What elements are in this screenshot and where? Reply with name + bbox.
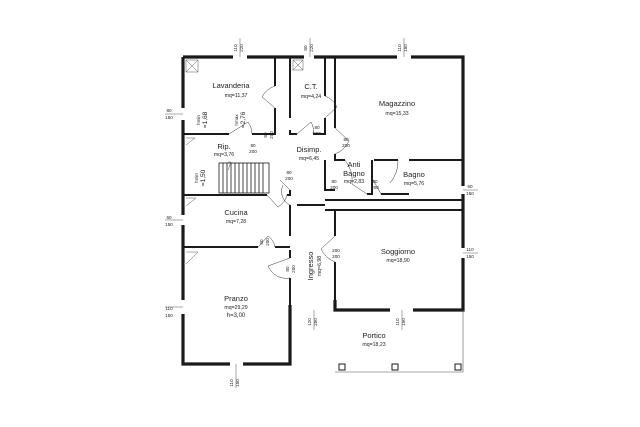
room-name-disimp: Disimp. [296, 145, 321, 154]
dim-d-bagno-b: 200 [371, 185, 379, 190]
room-name-soggiorno: Soggiorno [381, 247, 415, 256]
room-area-disimp: mq=6,45 [299, 156, 319, 162]
dim-d-ct-b: 200 [313, 131, 321, 136]
dim-w-left-lav-a: 80 [166, 108, 172, 113]
dim-w-bottom-sogg-b: 150 [401, 318, 406, 326]
dim-d-lav-a: 80 [263, 132, 268, 138]
staircase [218, 162, 270, 194]
dim-w-top-ct-a: 80 [303, 45, 308, 51]
dim-d-soggiorno-a: 200 [332, 248, 340, 253]
dim-d-ct-a: 80 [314, 125, 320, 130]
dim-w-top-mag-b: 150 [403, 44, 408, 52]
dim-w-right-bagno-a: 60 [467, 184, 473, 189]
dim-w-left-cucina-a: 60 [166, 215, 172, 220]
dim-d-ingresso-b: 200 [291, 265, 296, 273]
dim-d-cucina-a: 80 [259, 239, 264, 245]
portico-edge [335, 310, 464, 373]
dim-d-antibagno-b: 200 [330, 185, 338, 190]
dim-d-cucina-b: 200 [265, 238, 270, 246]
dim-d-lav-b: 200 [269, 131, 274, 139]
room-name-antibagno-1: Anti [348, 160, 361, 169]
door-swings [228, 85, 399, 279]
dim-w-left-cucina-b: 150 [165, 222, 173, 227]
room-area-soggiorno: mq=18,90 [386, 258, 409, 264]
dim-d-rip-a: 80 [250, 143, 256, 148]
fixtures [185, 59, 304, 265]
room-name-lavanderia: Lavanderia [212, 81, 250, 90]
interior-walls [183, 57, 463, 305]
dimension-lines [165, 38, 478, 388]
dim-w-top-mag-a: 110 [397, 44, 402, 52]
room-area-rip: mq=3,76 [214, 152, 234, 158]
height-note-stair-a: hmin [194, 173, 199, 183]
dim-w-top-lav-b: 220 [239, 44, 244, 52]
dim-d-mag-a: 80 [343, 137, 349, 142]
height-note-lav-right-b: =2,76 [240, 111, 247, 128]
dim-d-entrance-b: 250 [313, 318, 318, 326]
room-name-ingresso: Ingresso [306, 252, 315, 281]
room-area-portico: mq=18,23 [362, 342, 385, 348]
dim-w-left-lav-b: 150 [165, 115, 173, 120]
dim-w-bottom-pranzo-b: 150 [235, 379, 240, 387]
room-name-pranzo: Pranzo [224, 294, 248, 303]
dim-d-bagno-a: 80 [372, 179, 378, 184]
room-area-ingresso: mq=6,98 [317, 256, 323, 276]
room-area-cucina: mq=7,28 [226, 219, 246, 225]
dim-d-ingresso-a: 80 [285, 266, 290, 272]
dim-w-left-pranzo-a: 110 [165, 306, 173, 311]
dim-w-top-lav-a: 110 [233, 44, 238, 52]
room-name-magazzino: Magazzino [379, 99, 415, 108]
room-area-bagno: mq=5,76 [404, 181, 424, 187]
dim-d-mag-b: 200 [342, 143, 350, 148]
room-name-bagno: Bagno [403, 170, 425, 179]
height-note-lav-left-b: =1,68 [202, 111, 209, 128]
dim-d-entrance-a: 120 [307, 318, 312, 326]
room-name-cucina: Cucina [224, 208, 248, 217]
room-area-lavanderia: mq=11,37 [225, 93, 248, 99]
room-area-pranzo: mq=29,29 [224, 305, 247, 311]
dim-w-right-sogg-b: 150 [466, 254, 474, 259]
room-area-antibagno: mq=2,83 [344, 179, 364, 185]
dim-d-soggiorno-b: 200 [332, 254, 340, 259]
room-name-ct: C.T. [304, 82, 317, 91]
room-name-rip: Rip. [217, 142, 230, 151]
dim-d-antibagno-a: 80 [331, 179, 337, 184]
dim-w-top-ct-b: 220 [309, 44, 314, 52]
room-name-antibagno-2: Bagno [343, 169, 365, 178]
room-name-portico: Portico [362, 331, 385, 340]
room-area-ct: mq=4,24 [301, 94, 321, 100]
dim-w-bottom-pranzo-a: 110 [229, 379, 234, 387]
dim-d-disimp-a: 80 [286, 170, 292, 175]
portico-columns [338, 363, 462, 371]
room-area-magazzino: mq=15,33 [385, 111, 408, 117]
height-note-lav-right-a: hmax [234, 114, 239, 126]
dim-w-left-pranzo-b: 150 [165, 313, 173, 318]
dim-w-bottom-sogg-a: 110 [395, 318, 400, 326]
room-height-pranzo: h=3,00 [227, 313, 246, 319]
height-note-lav-left-a: hmin [196, 115, 201, 125]
dim-d-disimp-b: 200 [285, 176, 293, 181]
dim-w-right-bagno-b: 150 [466, 191, 474, 196]
dim-w-right-sogg-a: 110 [466, 247, 474, 252]
dim-d-rip-b: 200 [249, 149, 257, 154]
height-note-stair-b: =1,50 [200, 169, 207, 186]
